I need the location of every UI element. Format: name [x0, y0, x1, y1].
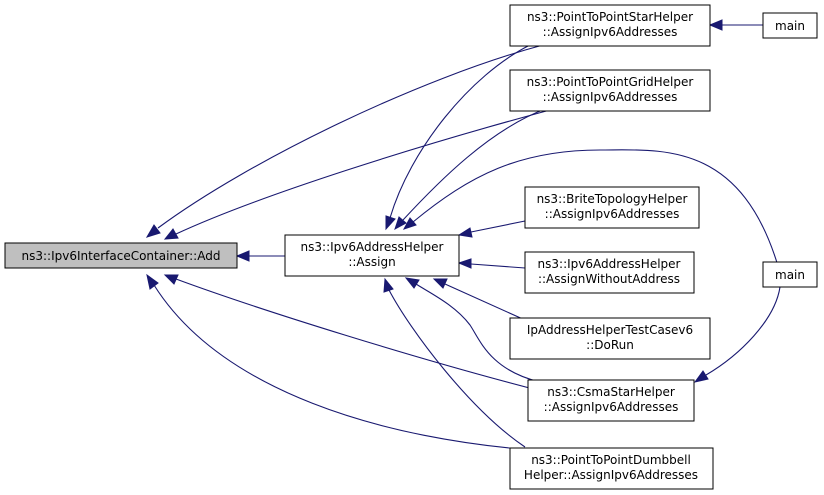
node-label-line2: ::AssignIpv6Addresses [543, 90, 678, 104]
node-label: main [775, 268, 805, 282]
node-label-line2: ::AssignWithoutAddress [538, 272, 680, 286]
node-point-to-point-star-helper[interactable]: ns3::PointToPointStarHelper ::AssignIpv6… [509, 4, 711, 47]
edge-star-to-assign [385, 44, 531, 231]
edge-assign-to-add [235, 250, 285, 262]
node-label-line2: ::Assign [348, 255, 395, 269]
edge-main-to-assign [402, 149, 779, 267]
edge-grid-to-assign [394, 108, 546, 231]
node-ipv6-address-helper-assign[interactable]: ns3::Ipv6AddressHelper ::Assign [284, 234, 460, 277]
node-label-line1: ns3::PointToPointStarHelper [527, 10, 693, 24]
node-label-line1: ns3::PointToPointGridHelper [527, 75, 694, 89]
edge-csma-to-add [163, 274, 546, 393]
node-label-line1: IpAddressHelperTestCasev6 [527, 323, 693, 337]
edges [145, 19, 781, 452]
node-point-to-point-dumbbell-helper[interactable]: ns3::PointToPointDumbbell Helper::Assign… [509, 447, 714, 490]
node-ipv6-address-helper-assign-without-address[interactable]: ns3::Ipv6AddressHelper ::AssignWithoutAd… [524, 251, 695, 294]
edge-star-to-add [145, 44, 544, 238]
node-label-line2: ::AssignIpv6Addresses [544, 400, 679, 414]
node-label-line2: ::AssignIpv6Addresses [543, 25, 678, 39]
node-main-right[interactable]: main [762, 261, 818, 288]
edge-withoutaddr-to-assign [457, 258, 526, 269]
node-point-to-point-grid-helper[interactable]: ns3::PointToPointGridHelper ::AssignIpv6… [509, 69, 711, 112]
node-label-line2: ::DoRun [586, 338, 634, 352]
edge-dumbbell-to-add [146, 273, 546, 452]
node-label-line1: ns3::PointToPointDumbbell [531, 453, 691, 467]
node-label-line1: ns3::BriteTopologyHelper [537, 192, 688, 206]
edge-csma-to-assign [404, 277, 541, 383]
node-label: ns3::Ipv6InterfaceContainer::Add [22, 249, 221, 263]
edge-grid-to-add [163, 109, 551, 240]
node-csma-star-helper[interactable]: ns3::CsmaStarHelper ::AssignIpv6Addresse… [527, 379, 695, 422]
node-label-line2: Helper::AssignIpv6Addresses [524, 468, 698, 482]
node-brite-topology-helper[interactable]: ns3::BriteTopologyHelper ::AssignIpv6Add… [524, 186, 700, 229]
edge-brite-to-assign [457, 220, 526, 238]
edge-main-right-to-csma [693, 286, 781, 383]
node-label-line1: ns3::CsmaStarHelper [547, 385, 675, 399]
node-label-line1: ns3::Ipv6AddressHelper [301, 240, 444, 254]
node-label-line2: ::AssignIpv6Addresses [545, 207, 680, 221]
node-ipv6-interface-container-add[interactable]: ns3::Ipv6InterfaceContainer::Add [4, 242, 238, 269]
node-label: main [775, 19, 805, 33]
edge-dumbbell-to-assign [383, 277, 526, 448]
node-label-line1: ns3::Ipv6AddressHelper [538, 257, 681, 271]
edge-main-top-to-star [708, 19, 763, 31]
node-ip-address-helper-test-case-v6[interactable]: IpAddressHelperTestCasev6 ::DoRun [509, 317, 711, 360]
node-main-top[interactable]: main [762, 12, 818, 39]
edge-testcase-to-assign [432, 278, 526, 321]
